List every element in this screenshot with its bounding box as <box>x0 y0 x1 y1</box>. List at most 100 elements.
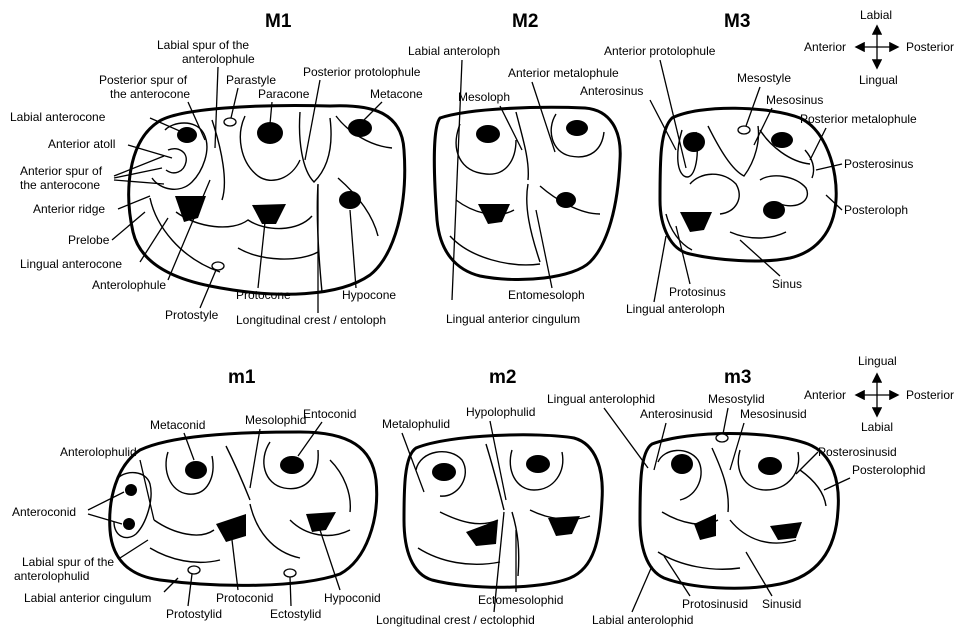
label-posterior-spur-1: Posterior spur of <box>99 73 188 87</box>
compass-bottom-label: Lingual <box>859 73 898 87</box>
label-posteroloph: Posteroloph <box>844 203 908 217</box>
label-labial-anterior-cingulum: Labial anterior cingulum <box>24 591 151 605</box>
pit <box>763 201 785 219</box>
label-mesostylid: Mesostylid <box>708 392 765 406</box>
tooth-m1 <box>110 432 377 585</box>
leader-line <box>632 566 652 612</box>
label-anterosinusid: Anterosinusid <box>640 407 713 421</box>
label-ectostylid: Ectostylid <box>270 607 321 621</box>
leader-line <box>654 236 666 302</box>
title-m3: m3 <box>724 367 751 388</box>
label-labial-anterolophid: Labial anterolophid <box>592 613 693 627</box>
leader-line <box>723 408 728 434</box>
compass-right-label: Posterior <box>906 388 954 402</box>
label-longitudinal-crest-ectolophid: Longitudinal crest / ectolophid <box>376 613 535 627</box>
label-hypocone: Hypocone <box>342 288 396 302</box>
label-posterosinus: Posterosinus <box>844 157 913 171</box>
compass-top-label: Lingual <box>858 354 897 368</box>
pit <box>526 455 550 473</box>
label-labial-spur-anterolophulid-2: anterolophulid <box>14 569 89 583</box>
label-mesostyle: Mesostyle <box>737 71 791 85</box>
label-lingual-anterocone: Lingual anterocone <box>20 257 122 271</box>
tooth-m1-outline <box>110 432 377 585</box>
label-lingual-anteroloph: Lingual anteroloph <box>626 302 725 316</box>
tooth-M3 <box>660 108 836 261</box>
lower-compass: Lingual Labial Anterior Posterior <box>804 354 954 434</box>
label-anterolophulid: Anterolophulid <box>60 445 137 459</box>
label-labial-spur-anterolophulid-1: Labial spur of the <box>22 555 114 569</box>
label-posterior-metalophule: Posterior metalophule <box>800 112 917 126</box>
label-sinus: Sinus <box>772 277 802 291</box>
label-ectomesolophid: Ectomesolophid <box>478 593 563 607</box>
label-entoconid: Entoconid <box>303 407 356 421</box>
label-lingual-anterior-cingulum: Lingual anterior cingulum <box>446 312 580 326</box>
label-lingual-anterolophid: Lingual anterolophid <box>547 392 655 406</box>
label-hypoconid: Hypoconid <box>324 591 381 605</box>
mesostylid-marker <box>716 434 728 442</box>
label-posterior-protolophule: Posterior protolophule <box>303 65 421 79</box>
label-anterior-spur-2: the anterocone <box>20 178 100 192</box>
pit <box>348 119 372 137</box>
pit <box>671 454 693 474</box>
compass-top-label: Labial <box>860 8 892 22</box>
label-anterolophule: Anterolophule <box>92 278 166 292</box>
tooth-m2 <box>404 435 602 587</box>
label-anterior-metalophule: Anterior metalophule <box>508 66 619 80</box>
label-labial-anterocone: Labial anterocone <box>10 110 106 124</box>
pit <box>432 463 456 481</box>
protostylid-marker <box>188 566 200 574</box>
pit <box>123 518 135 530</box>
label-anterior-protolophule: Anterior protolophule <box>604 44 716 58</box>
label-metacone: Metacone <box>370 87 423 101</box>
compass-left-label: Anterior <box>804 388 846 402</box>
label-protosinus: Protosinus <box>669 285 726 299</box>
pit <box>556 192 576 208</box>
pit <box>771 132 793 148</box>
label-anterior-ridge: Anterior ridge <box>33 202 105 216</box>
label-anterior-spur-1: Anterior spur of <box>20 164 103 178</box>
compass-left-label: Anterior <box>804 40 846 54</box>
pit <box>257 122 283 144</box>
label-protosinusid: Protosinusid <box>682 597 748 611</box>
label-labial-anteroloph: Labial anteroloph <box>408 44 500 58</box>
label-paracone: Paracone <box>258 87 310 101</box>
label-metalophulid: Metalophulid <box>382 417 450 431</box>
label-parastyle: Parastyle <box>226 73 276 87</box>
pit <box>177 127 197 143</box>
label-protocone: Protocone <box>236 288 291 302</box>
upper-compass: Labial Lingual Anterior Posterior <box>804 8 954 87</box>
label-sinusid: Sinusid <box>762 597 801 611</box>
label-metaconid: Metaconid <box>150 418 205 432</box>
label-longitudinal-crest-entoloph: Longitudinal crest / entoloph <box>236 313 386 327</box>
compass-right-label: Posterior <box>906 40 954 54</box>
pit <box>683 132 705 152</box>
label-posterior-spur-2: the anterocone <box>110 87 190 101</box>
label-posterolophid: Posterolophid <box>852 463 925 477</box>
pit <box>280 456 304 474</box>
mesostyle-marker <box>738 126 750 134</box>
pit <box>185 461 207 479</box>
label-anterosinus: Anterosinus <box>580 84 643 98</box>
title-m2: m2 <box>489 367 516 388</box>
label-protoconid: Protoconid <box>216 591 273 605</box>
tooth-m2-outline <box>404 435 602 587</box>
label-labial-spur-anterolophule-1: Labial spur of the <box>157 38 249 52</box>
label-anterior-atoll: Anterior atoll <box>48 137 115 151</box>
protostyle-marker <box>212 262 224 270</box>
label-mesolophid: Mesolophid <box>245 413 306 427</box>
label-anteroconid: Anteroconid <box>12 505 76 519</box>
label-mesosinusid: Mesosinusid <box>740 407 807 421</box>
pit <box>476 125 500 143</box>
tooth-M2 <box>434 107 620 279</box>
ectostylid-marker <box>284 569 296 577</box>
title-M2: M2 <box>512 11 538 32</box>
title-M1: M1 <box>265 11 292 32</box>
label-labial-spur-anterolophule-2: anterolophule <box>182 52 255 66</box>
label-entomesoloph: Entomesoloph <box>508 288 585 302</box>
label-hypolophulid: Hypolophulid <box>466 405 535 419</box>
pit <box>566 120 588 136</box>
title-m1: m1 <box>228 367 256 388</box>
label-prelobe: Prelobe <box>68 233 110 247</box>
parastyle-marker <box>224 118 236 126</box>
